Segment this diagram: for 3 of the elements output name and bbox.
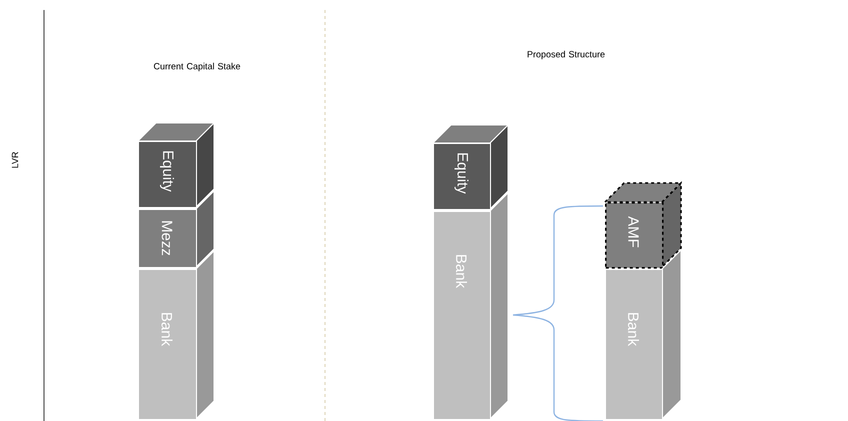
heading-label: Proposed Structure (528, 50, 605, 60)
heading-label: Current Capital Stake (154, 62, 240, 72)
heading-label: LVR (12, 152, 18, 168)
